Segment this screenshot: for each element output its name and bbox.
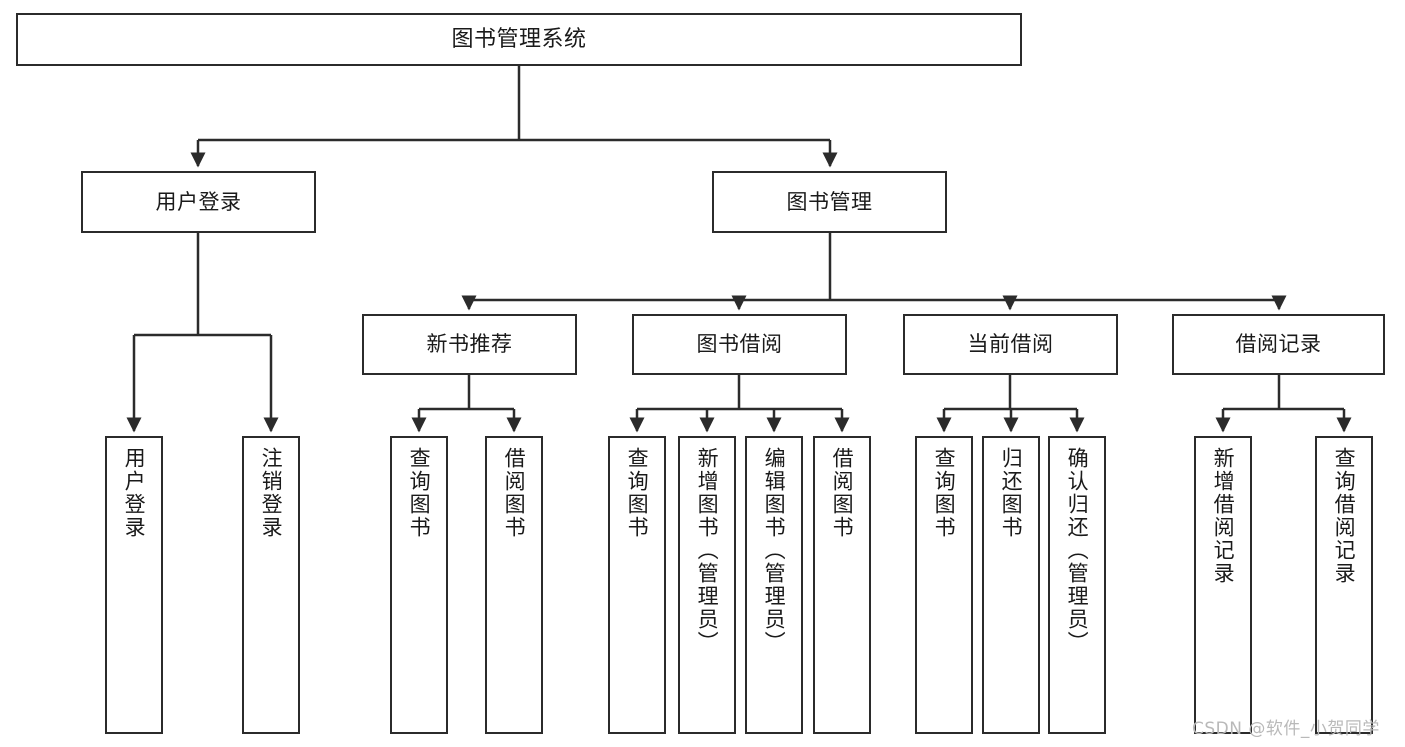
node-book-management[interactable]: 图书管理 — [712, 171, 947, 233]
node-leaf-add-book[interactable]: 新增图书（管理员） — [678, 436, 736, 734]
node-user-login[interactable]: 用户登录 — [81, 171, 316, 233]
node-current-borrowing-label: 当前借阅 — [967, 332, 1054, 357]
node-leaf-borrow-book-a[interactable]: 借阅图书 — [485, 436, 543, 734]
node-leaf-add-record-label: 新增借阅记录 — [1211, 447, 1236, 585]
node-leaf-user-login[interactable]: 用户登录 — [105, 436, 163, 734]
node-leaf-confirm-return-label: 确认归还（管理员） — [1065, 447, 1090, 654]
node-leaf-query-book-c-label: 查询图书 — [932, 447, 957, 539]
node-leaf-return-book[interactable]: 归还图书 — [982, 436, 1040, 734]
node-book-borrowing-label: 图书借阅 — [696, 332, 783, 357]
node-leaf-user-login-label: 用户登录 — [122, 447, 147, 539]
node-leaf-query-book-a[interactable]: 查询图书 — [390, 436, 448, 734]
node-leaf-logout[interactable]: 注销登录 — [242, 436, 300, 734]
node-leaf-query-record-label: 查询借阅记录 — [1332, 447, 1357, 585]
node-leaf-query-record[interactable]: 查询借阅记录 — [1315, 436, 1373, 734]
node-borrowing-record[interactable]: 借阅记录 — [1172, 314, 1385, 375]
node-leaf-query-book-a-label: 查询图书 — [407, 447, 432, 539]
node-user-login-label: 用户登录 — [155, 189, 242, 214]
node-leaf-add-record[interactable]: 新增借阅记录 — [1194, 436, 1252, 734]
node-leaf-add-book-label: 新增图书（管理员） — [695, 447, 720, 654]
node-leaf-query-book-b-label: 查询图书 — [625, 447, 650, 539]
node-book-management-label: 图书管理 — [786, 189, 873, 214]
node-leaf-query-book-b[interactable]: 查询图书 — [608, 436, 666, 734]
node-new-book-recommendation[interactable]: 新书推荐 — [362, 314, 577, 375]
node-current-borrowing[interactable]: 当前借阅 — [903, 314, 1118, 375]
node-root[interactable]: 图书管理系统 — [16, 13, 1022, 66]
node-leaf-borrow-book-b-label: 借阅图书 — [830, 447, 855, 539]
node-leaf-confirm-return[interactable]: 确认归还（管理员） — [1048, 436, 1106, 734]
node-leaf-edit-book-label: 编辑图书（管理员） — [762, 447, 787, 654]
node-leaf-borrow-book-a-label: 借阅图书 — [502, 447, 527, 539]
node-leaf-edit-book[interactable]: 编辑图书（管理员） — [745, 436, 803, 734]
node-leaf-borrow-book-b[interactable]: 借阅图书 — [813, 436, 871, 734]
node-new-book-recommendation-label: 新书推荐 — [426, 332, 513, 357]
node-leaf-logout-label: 注销登录 — [259, 447, 284, 539]
node-leaf-return-book-label: 归还图书 — [999, 447, 1024, 539]
node-leaf-query-book-c[interactable]: 查询图书 — [915, 436, 973, 734]
node-root-label: 图书管理系统 — [451, 26, 587, 52]
node-book-borrowing[interactable]: 图书借阅 — [632, 314, 847, 375]
node-borrowing-record-label: 借阅记录 — [1235, 332, 1322, 357]
